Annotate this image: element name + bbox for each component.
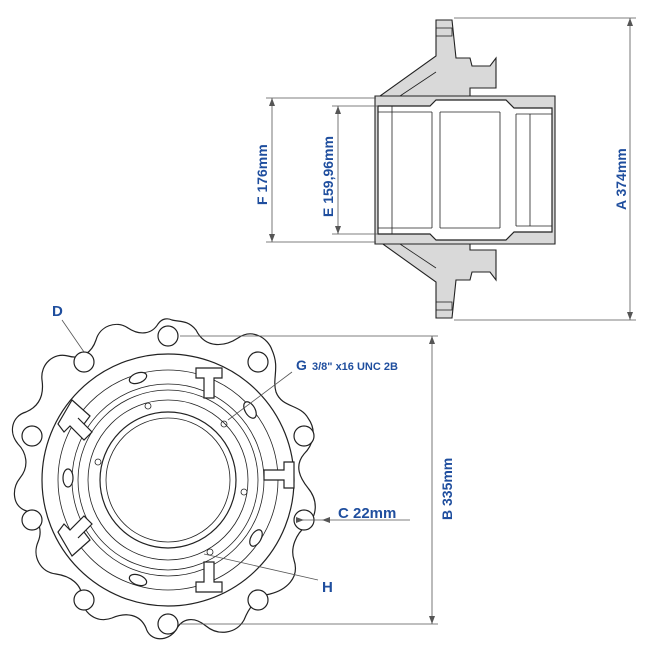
callout-g-spec: 3/8" x16 UNC 2B [312,361,398,373]
callout-h-label: H [322,579,333,596]
dimension-f-label: F 176mm [254,144,270,205]
callout-d-label: D [52,303,63,320]
dimension-b: B 335mm [180,335,455,625]
threaded-holes [94,402,248,556]
callout-d: D [52,303,85,353]
dimension-c: C 22mm [296,505,410,523]
t-lugs [57,367,295,593]
dimension-e: E 159,96mm [320,105,378,235]
oval-slots [62,371,263,587]
dimension-e-label: E 159,96mm [320,136,336,217]
dimension-a: A 374mm [454,17,636,321]
hub-front-view [11,318,316,640]
dimension-f: F 176mm [254,97,376,243]
dimension-a-label: A 374mm [613,148,629,210]
hub-side-section-view [374,19,556,319]
callout-h: H [203,553,333,596]
stud-holes [21,325,315,635]
callout-g-letter: G [296,357,307,373]
dimension-b-label: B 335mm [439,458,455,520]
dimension-c-label: C 22mm [338,505,396,522]
callout-g: G 3/8" x16 UNC 2B [227,357,398,421]
